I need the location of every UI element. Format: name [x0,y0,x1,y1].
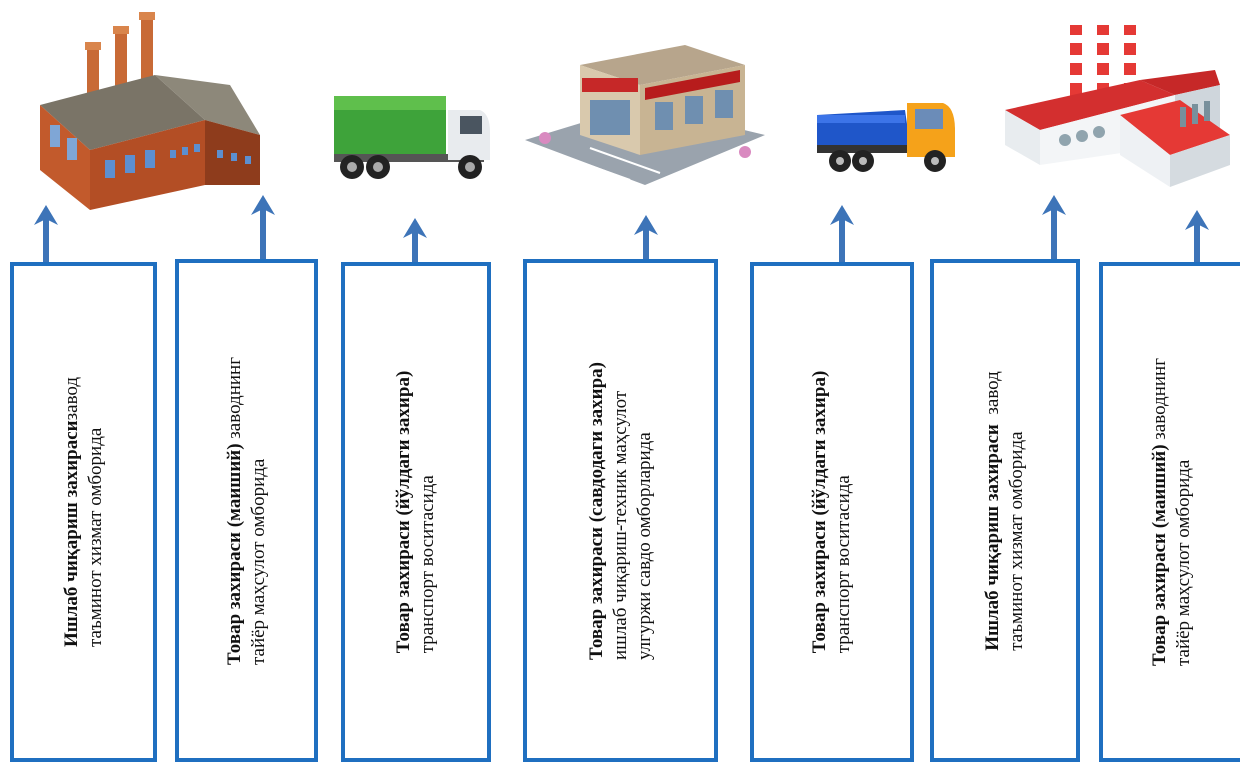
stock-box-7-location: тайёр маҳсулот омборида [1172,459,1194,667]
stock-box-2-rest: заводнинг [223,356,245,443]
stock-box-4: Товар захираси (савдодаги захира) ишлаб … [523,259,718,762]
stock-box-4-title: Товар захираси (савдодаги захира) [585,361,607,660]
stock-box-1-rest: завод [60,376,82,421]
stock-box-3: Товар захираси (йўлдаги захира) транспор… [341,262,491,762]
stock-box-1-title: Ишлаб чиқариш захираси [60,420,82,648]
stock-box-6: Ишлаб чиқариш захираси завод таъминот хи… [930,259,1080,762]
stock-box-3-title: Товар захираси (йўлдаги захира) [393,370,414,654]
stock-box-4-location-2: улгуржи савдо омборларида [633,431,655,660]
arrow-3 [403,218,427,267]
arrow-4 [634,215,658,267]
modern-factory-icon [1005,25,1230,187]
stock-box-1-text: Ишлаб чиқариш захирасизавод таъминот хиз… [60,377,108,647]
store-icon [525,45,765,185]
stock-box-5-location: транспорт воситасида [833,475,854,654]
dump-truck-icon [817,103,955,172]
green-truck-icon [334,96,490,179]
arrow-7 [1185,210,1209,267]
factory-icon [40,12,260,210]
stock-box-3-text: Товар захираси (йўлдаги захира) транспор… [392,371,440,654]
stock-box-5-title: Товар захираси (йўлдаги захира) [809,370,830,654]
stock-box-1: Ишлаб чиқариш захирасизавод таъминот хиз… [10,262,157,762]
stock-box-6-title: Ишлаб чиқариш захираси [982,423,1003,651]
stock-box-3-location: транспорт воситасида [417,475,438,654]
arrow-1 [34,205,58,267]
arrow-2 [251,195,275,267]
stock-box-2-title: Товар захираси (маиший) [223,442,245,665]
stock-box-2: Товар захираси (маиший) заводнинг тайёр … [175,259,318,762]
stock-box-2-text: Товар захираси (маиший) заводнинг тайёр … [223,356,271,664]
stock-box-7-rest: заводнинг [1148,357,1170,445]
stock-box-6-text: Ишлаб чиқариш захираси завод таъминот хи… [981,371,1029,651]
stock-box-6-location: таъминот хизмат омборида [1006,430,1027,651]
stock-box-1-location: таъминот хизмат омборида [84,427,106,648]
stock-box-5: Товар захираси (йўлдаги захира) транспор… [750,262,914,762]
stock-box-7-text: Товар захираси (маиший) заводнинг тайёр … [1148,358,1196,666]
stock-box-7-title: Товар захираси (маиший) [1148,444,1170,667]
stock-box-4-text: Товар захираси (савдодаги захира) ишлаб … [585,362,657,660]
stock-box-5-text: Товар захираси (йўлдаги захира) транспор… [808,371,856,654]
arrow-5 [830,205,854,267]
arrow-6 [1042,195,1066,267]
stock-box-4-location: ишлаб чиқариш-техник маҳсулот [609,390,631,660]
stock-box-7: Товар захираси (маиший) заводнинг тайёр … [1099,262,1240,762]
stock-box-6-rest: завод [982,370,1003,424]
stock-box-2-location: тайёр маҳсулот омборида [247,458,269,665]
